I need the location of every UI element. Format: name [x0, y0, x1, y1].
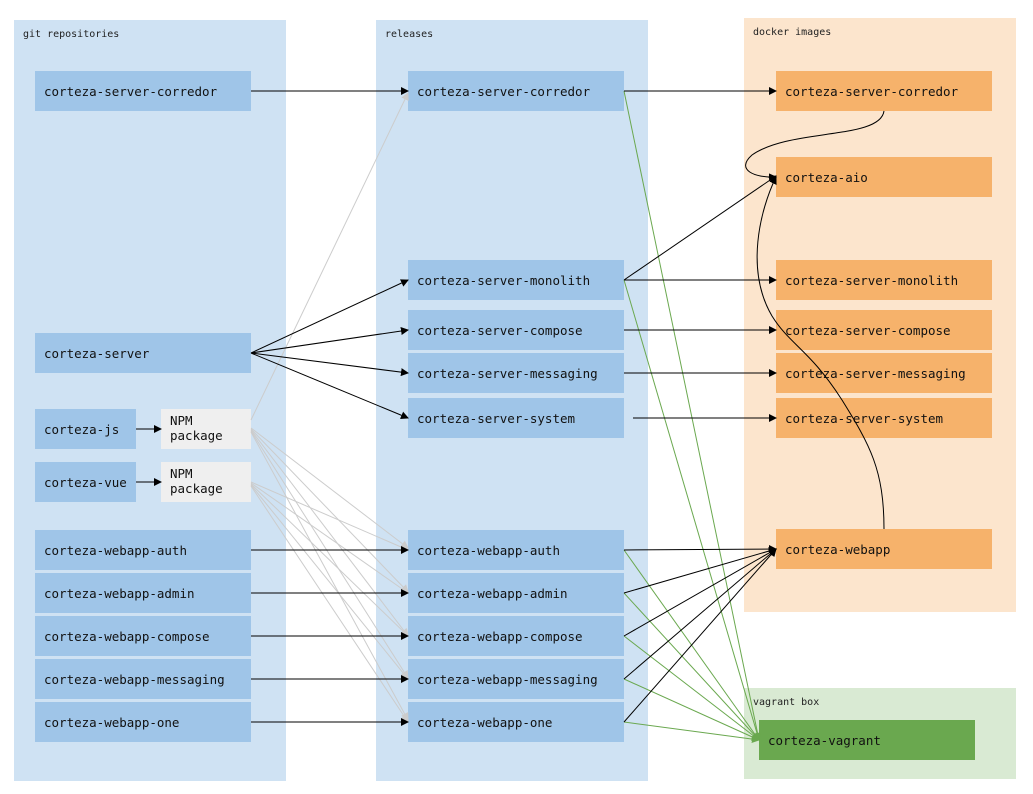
docker-server-corredor: corteza-server-corredor — [776, 71, 992, 111]
git-server: corteza-server — [35, 333, 251, 373]
git-vue: corteza-vue — [35, 462, 136, 502]
release-webapp-compose: corteza-webapp-compose — [408, 616, 624, 656]
git-server-corredor: corteza-server-corredor — [35, 71, 251, 111]
release-webapp-auth: corteza-webapp-auth — [408, 530, 624, 570]
releases-label: releases — [385, 29, 434, 40]
release-webapp-one: corteza-webapp-one — [408, 702, 624, 742]
release-webapp-admin: corteza-webapp-admin — [408, 573, 624, 613]
docker-server-compose: corteza-server-compose — [776, 310, 992, 350]
git-webapp-auth: corteza-webapp-auth — [35, 530, 251, 570]
docker-server-monolith: corteza-server-monolith — [776, 260, 992, 300]
release-server-corredor: corteza-server-corredor — [408, 71, 624, 111]
docker-server-messaging: corteza-server-messaging — [776, 353, 992, 393]
git-js: corteza-js — [35, 409, 136, 449]
git-webapp-compose: corteza-webapp-compose — [35, 616, 251, 656]
git-js-npm-package: NPM package — [161, 409, 251, 449]
docker-images-label: docker images — [753, 27, 832, 38]
git-webapp-messaging: corteza-webapp-messaging — [35, 659, 251, 699]
release-server-monolith: corteza-server-monolith — [408, 260, 624, 300]
release-server-messaging: corteza-server-messaging — [408, 353, 624, 393]
docker-webapp: corteza-webapp — [776, 529, 992, 569]
vagrant-box-label: vagrant box — [753, 697, 820, 708]
docker-server-system: corteza-server-system — [776, 398, 992, 438]
vagrant-corteza-vagrant: corteza-vagrant — [759, 720, 975, 760]
release-webapp-messaging: corteza-webapp-messaging — [408, 659, 624, 699]
release-server-system: corteza-server-system — [408, 398, 624, 438]
git-webapp-admin: corteza-webapp-admin — [35, 573, 251, 613]
release-server-compose: corteza-server-compose — [408, 310, 624, 350]
git-webapp-one: corteza-webapp-one — [35, 702, 251, 742]
docker-aio: corteza-aio — [776, 157, 992, 197]
git-repositories-label: git repositories — [23, 29, 120, 40]
git-vue-npm-package: NPM package — [161, 462, 251, 502]
